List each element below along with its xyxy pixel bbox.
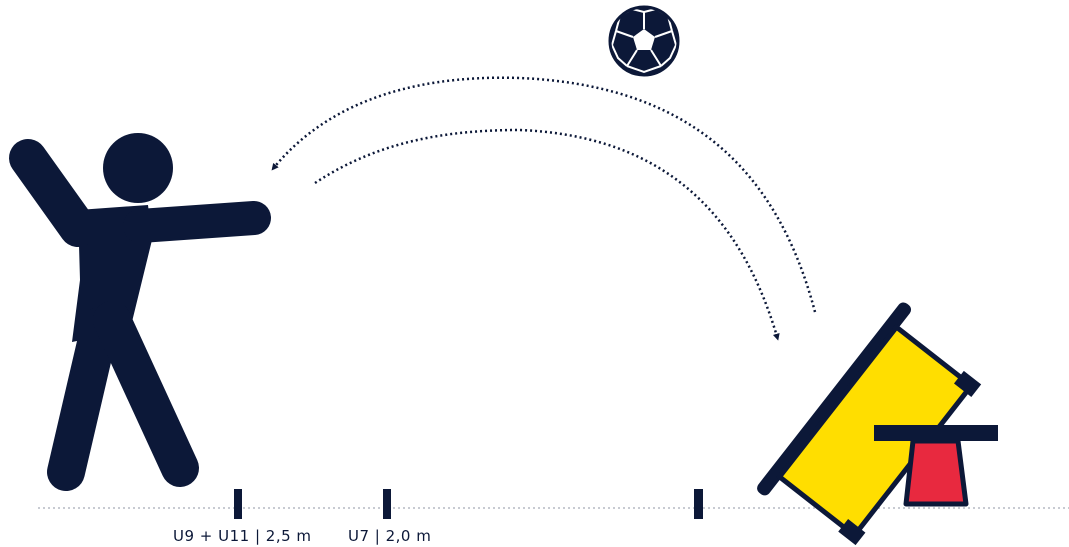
distance-marker-u7 — [383, 489, 391, 519]
rebound-trajectory-arrow — [315, 130, 778, 340]
tilted-rebounder-icon — [755, 300, 993, 547]
distance-marker-rebounder — [694, 489, 703, 519]
distance-marker-u9-u11 — [234, 489, 242, 519]
marker-label-u7: U7 | 2,0 m — [348, 526, 431, 546]
stand-base — [906, 441, 966, 504]
player-back-leg — [66, 326, 100, 472]
player-throwing-arm — [140, 218, 254, 226]
marker-label-u9-u11: U9 + U11 | 2,5 m — [173, 526, 312, 546]
throw-trajectory-arrow — [272, 78, 815, 312]
player-front-leg — [112, 320, 180, 468]
person-throwing-icon — [28, 133, 254, 472]
handball-icon — [610, 7, 678, 75]
player-head — [103, 133, 173, 203]
player-raised-arm — [28, 158, 78, 228]
